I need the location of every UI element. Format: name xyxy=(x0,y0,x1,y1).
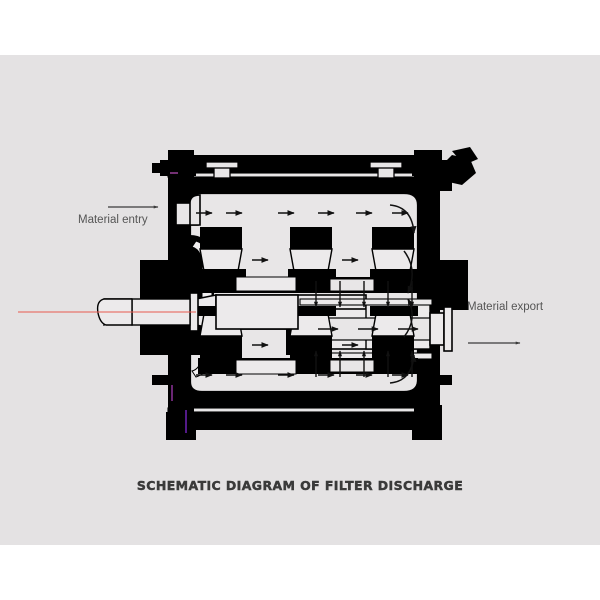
filter-plates-upper xyxy=(198,227,418,293)
registration-marks xyxy=(170,172,187,433)
figure-title: SCHEMATIC DIAGRAM OF FILTER DISCHARGE xyxy=(136,478,464,493)
rotor-overlay xyxy=(215,294,299,330)
filter-plate xyxy=(288,306,336,358)
filter-plate xyxy=(288,227,336,279)
top-cover-nozzles xyxy=(205,161,403,179)
angled-fitting xyxy=(438,147,478,191)
top-nozzle-left xyxy=(205,161,239,179)
filter-plate xyxy=(370,306,418,358)
flow-arrow-right-turn-upper xyxy=(389,204,417,294)
filter-plates-lower xyxy=(198,306,418,375)
flow-arrows-into-tube-from-below xyxy=(313,350,415,377)
mounting-feet xyxy=(160,160,448,440)
label-material-entry: Material entry xyxy=(78,214,148,226)
top-nozzle-right xyxy=(369,161,403,179)
filter-discharge-schematic xyxy=(18,147,521,440)
flow-arrows-into-tube-from-above xyxy=(313,281,415,308)
material-inlet-port xyxy=(175,194,201,226)
filter-plate xyxy=(198,227,246,279)
label-material-export: Material export xyxy=(467,301,544,313)
filter-plate xyxy=(370,227,418,279)
flow-arrow-right-turn-lower xyxy=(389,298,417,384)
machine-assembly xyxy=(18,147,521,440)
